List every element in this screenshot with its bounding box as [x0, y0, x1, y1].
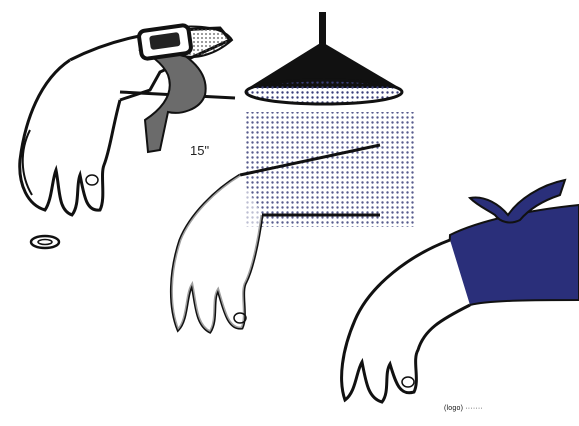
time-label-15-seconds: 15"	[190, 143, 209, 158]
faucet-pipe	[319, 12, 326, 47]
removed-ring	[31, 236, 59, 248]
hand-left	[20, 60, 120, 215]
credit-text: (logo) ·······	[444, 405, 483, 412]
